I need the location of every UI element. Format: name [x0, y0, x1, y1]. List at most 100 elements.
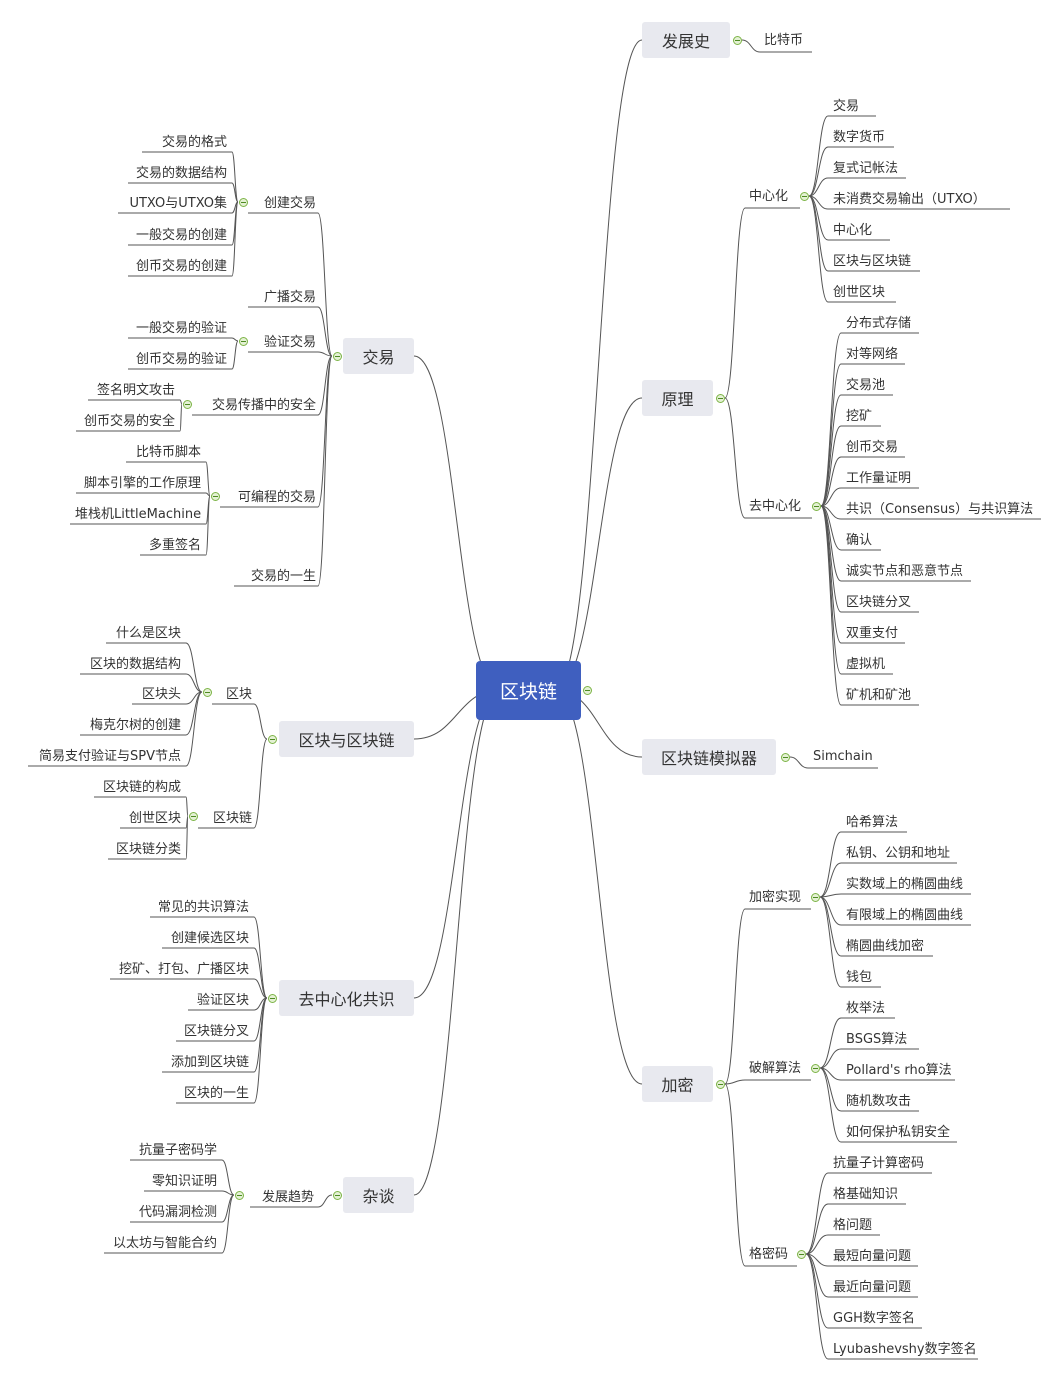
main-topic-transactions[interactable]: 交易: [343, 338, 414, 374]
leaf-topic[interactable]: 椭圆曲线加密: [846, 939, 925, 954]
main-topic-blocks[interactable]: 区块与区块链: [279, 721, 414, 757]
sub-topic-block[interactable]: 区块: [225, 687, 252, 702]
leaf-topic[interactable]: 共识（Consensus）与共识算法: [846, 502, 1034, 517]
sub-topic-transaction[interactable]: 交易的一生: [250, 569, 316, 584]
sub-topic-transaction[interactable]: 可编程的交易: [237, 490, 316, 505]
main-topic-consensus[interactable]: 去中心化共识: [279, 980, 414, 1016]
leaf-topic[interactable]: 工作量证明: [846, 471, 912, 486]
leaf-topic[interactable]: 抗量子计算密码: [833, 1156, 925, 1171]
leaf-topic[interactable]: 交易的格式: [161, 135, 227, 150]
leaf-topic[interactable]: 什么是区块: [115, 626, 181, 641]
leaf-topic[interactable]: Pollard's rho算法: [846, 1063, 952, 1078]
leaf-topic[interactable]: 添加到区块链: [170, 1055, 249, 1070]
collapse-toggle-icon[interactable]: [210, 491, 220, 501]
collapse-toggle-icon[interactable]: [810, 892, 820, 902]
collapse-toggle-icon[interactable]: [267, 734, 277, 744]
main-topic-cryptography[interactable]: 加密: [642, 1066, 713, 1102]
main-topic-principles[interactable]: 原理: [642, 380, 713, 416]
collapse-toggle-icon[interactable]: [238, 336, 248, 346]
leaf-topic[interactable]: 创币交易的创建: [135, 259, 227, 274]
leaf-topic[interactable]: 随机数攻击: [846, 1094, 912, 1109]
collapse-toggle-icon[interactable]: [796, 1249, 806, 1259]
leaf-topic[interactable]: 有限域上的椭圆曲线: [846, 908, 964, 923]
leaf-topic[interactable]: 虚拟机: [846, 657, 886, 672]
collapse-toggle-icon[interactable]: [715, 393, 725, 403]
leaf-topic[interactable]: 交易池: [846, 378, 886, 393]
leaf-topic[interactable]: 确认: [846, 533, 873, 548]
leaf-topic[interactable]: 比特币脚本: [135, 445, 201, 460]
sub-topic-crypto[interactable]: 破解算法: [749, 1061, 802, 1076]
leaf-topic[interactable]: 创世区块: [833, 285, 886, 300]
sub-topic-transaction[interactable]: 创建交易: [263, 196, 316, 211]
collapse-toggle-icon[interactable]: [732, 35, 742, 45]
leaf-topic[interactable]: 创建候选区块: [170, 931, 249, 946]
collapse-toggle-icon[interactable]: [715, 1079, 725, 1089]
main-topic-simulator[interactable]: 区块链模拟器: [642, 739, 776, 775]
leaf-topic[interactable]: 简易支付验证与SPV节点: [39, 749, 181, 764]
leaf-topic[interactable]: 分布式存储: [846, 316, 912, 331]
leaf-bitcoin[interactable]: 比特币: [764, 33, 804, 48]
leaf-topic[interactable]: GGH数字签名: [833, 1311, 915, 1326]
sub-topic-transaction[interactable]: 交易传播中的安全: [211, 398, 316, 413]
leaf-topic[interactable]: 零知识证明: [151, 1174, 217, 1189]
sub-topic-crypto[interactable]: 加密实现: [749, 890, 802, 905]
sub-topic-transaction[interactable]: 验证交易: [263, 335, 316, 350]
leaf-topic[interactable]: 堆栈机LittleMachine: [75, 507, 202, 522]
leaf-topic[interactable]: 对等网络: [846, 347, 899, 362]
leaf-topic[interactable]: 验证区块: [196, 993, 249, 1008]
leaf-topic[interactable]: BSGS算法: [846, 1032, 908, 1047]
leaf-topic[interactable]: 私钥、公钥和地址: [846, 846, 951, 861]
leaf-topic[interactable]: 矿机和矿池: [846, 688, 912, 703]
collapse-toggle-icon[interactable]: [182, 399, 192, 409]
sub-topic-centralized[interactable]: 中心化: [749, 189, 789, 204]
leaf-topic[interactable]: 区块链分叉: [183, 1024, 249, 1039]
collapse-toggle-icon[interactable]: [332, 1190, 342, 1200]
leaf-simchain[interactable]: Simchain: [813, 749, 873, 764]
leaf-topic[interactable]: 以太坊与智能合约: [112, 1236, 217, 1251]
leaf-topic[interactable]: 钱包: [846, 970, 873, 985]
collapse-toggle-icon[interactable]: [780, 752, 790, 762]
leaf-topic[interactable]: 创世区块: [128, 811, 181, 826]
leaf-topic[interactable]: 梅克尔树的创建: [89, 718, 181, 733]
leaf-topic[interactable]: 实数域上的椭圆曲线: [846, 877, 964, 892]
leaf-topic[interactable]: 区块与区块链: [833, 254, 912, 269]
collapse-toggle-icon[interactable]: [582, 685, 592, 695]
leaf-topic[interactable]: 数字货币: [833, 130, 886, 145]
leaf-topic[interactable]: 最近向量问题: [833, 1280, 912, 1295]
collapse-toggle-icon[interactable]: [799, 191, 809, 201]
leaf-topic[interactable]: 创币交易的验证: [135, 352, 227, 367]
leaf-topic[interactable]: 区块的数据结构: [89, 657, 181, 672]
leaf-topic[interactable]: 交易的数据结构: [135, 166, 227, 181]
leaf-topic[interactable]: 多重签名: [148, 538, 201, 553]
leaf-topic[interactable]: 双重支付: [846, 626, 899, 641]
leaf-topic[interactable]: 格问题: [833, 1218, 873, 1233]
sub-topic-transaction[interactable]: 广播交易: [263, 290, 316, 305]
collapse-toggle-icon[interactable]: [238, 197, 248, 207]
leaf-topic[interactable]: 区块链的构成: [102, 780, 181, 795]
leaf-topic[interactable]: 区块链分类: [115, 842, 181, 857]
leaf-topic[interactable]: 诚实节点和恶意节点: [846, 564, 964, 579]
leaf-topic[interactable]: 创币交易的安全: [83, 414, 175, 429]
leaf-topic[interactable]: 复式记帐法: [833, 161, 899, 176]
collapse-toggle-icon[interactable]: [332, 351, 342, 361]
central-topic[interactable]: 区块链: [476, 661, 581, 720]
leaf-topic[interactable]: UTXO与UTXO集: [129, 196, 227, 211]
leaf-topic[interactable]: 格基础知识: [833, 1187, 899, 1202]
collapse-toggle-icon[interactable]: [234, 1190, 244, 1200]
leaf-topic[interactable]: 常见的共识算法: [157, 900, 249, 915]
main-topic-history[interactable]: 发展史: [642, 22, 730, 58]
leaf-topic[interactable]: 一般交易的创建: [135, 228, 227, 243]
leaf-topic[interactable]: 枚举法: [846, 1001, 886, 1016]
leaf-topic[interactable]: 脚本引擎的工作原理: [83, 476, 201, 491]
leaf-topic[interactable]: 区块头: [141, 687, 181, 702]
leaf-topic[interactable]: 抗量子密码学: [138, 1143, 217, 1158]
leaf-topic[interactable]: 创币交易: [846, 440, 899, 455]
leaf-topic[interactable]: Lyubashevshy数字签名: [833, 1342, 977, 1357]
leaf-topic[interactable]: 代码漏洞检测: [138, 1205, 217, 1220]
leaf-topic[interactable]: 挖矿: [846, 409, 873, 424]
collapse-toggle-icon[interactable]: [188, 811, 198, 821]
leaf-topic[interactable]: 区块的一生: [183, 1086, 249, 1101]
sub-topic-block[interactable]: 区块链: [212, 811, 252, 826]
leaf-topic[interactable]: 未消费交易输出（UTXO）: [833, 192, 986, 207]
main-topic-misc[interactable]: 杂谈: [343, 1177, 414, 1213]
